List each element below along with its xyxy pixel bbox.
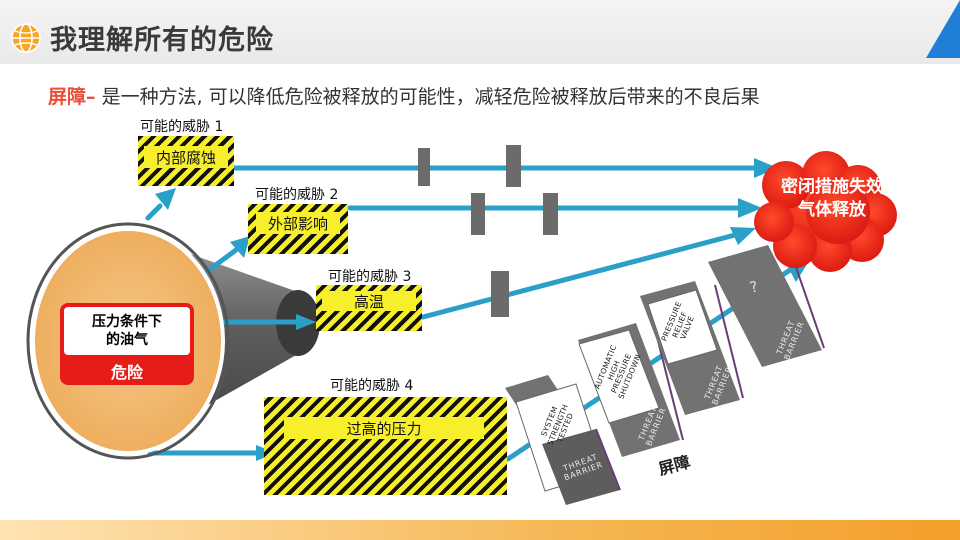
threat-1-caption: 可能的威胁 1: [140, 119, 224, 135]
top-event-label: 密闭措施失效 气体释放: [770, 176, 894, 222]
hazard-badge: 压力条件下 的油气 危险: [60, 303, 194, 385]
threat-barrier-stack-3: [640, 281, 744, 415]
threat-2-caption: 可能的威胁 2: [255, 187, 339, 203]
barrier-definition: 屏障– 是一种方法, 可以降低危险被释放的可能性，减轻危险被释放后带来的不良后果: [48, 82, 760, 109]
threat-4-box: [264, 397, 507, 495]
definition-keyword: 屏障–: [48, 86, 96, 108]
threat-barrier-stack-2: [578, 323, 684, 457]
top-event-line-1: 密闭措施失效: [781, 177, 883, 197]
hazard-label: 危险: [110, 363, 143, 382]
threat-2-label: 外部影响: [256, 212, 340, 234]
threat-barrier-stack-1: [505, 375, 621, 505]
hazard-line-2: 的油气: [106, 332, 148, 348]
threat-1-label: 内部腐蚀: [144, 146, 228, 168]
release-cloud: [754, 151, 897, 272]
threat-4-caption: 可能的威胁 4: [330, 378, 414, 394]
title-bar: [0, 0, 960, 64]
page-title: 我理解所有的危险: [50, 25, 274, 56]
hazard-line-1: 压力条件下: [92, 314, 162, 330]
top-event-line-2: 气体释放: [798, 200, 866, 220]
definition-text: 是一种方法, 可以降低危险被释放的可能性，减轻危险被释放后带来的不良后果: [101, 86, 760, 108]
threat-3-caption: 可能的威胁 3: [328, 269, 412, 285]
hazard-description: 压力条件下 的油气: [64, 307, 190, 355]
threat-4-label: 过高的压力: [284, 417, 484, 439]
footer-bar: [0, 520, 960, 540]
orange-globe-icon: [11, 23, 41, 53]
threat-3-label: 高温: [322, 291, 416, 311]
